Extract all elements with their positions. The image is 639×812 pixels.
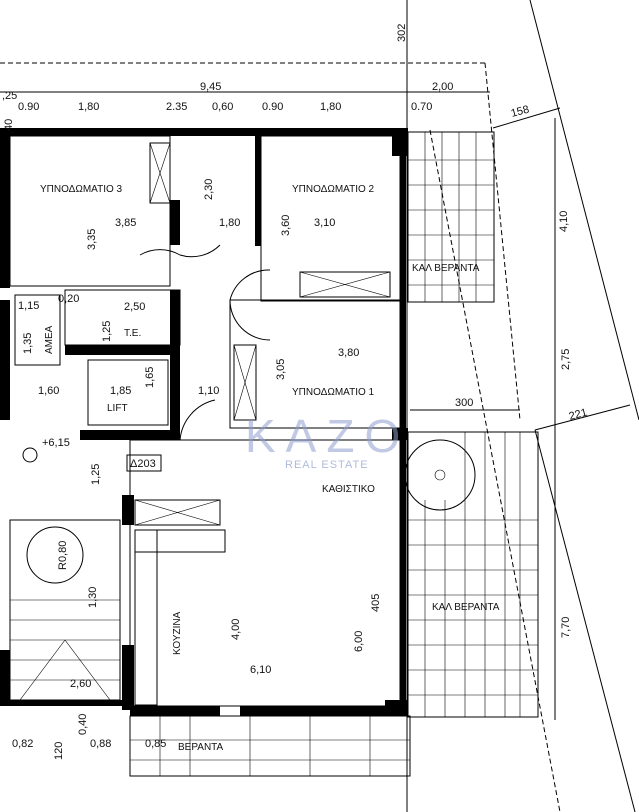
room-bedroom-2: ΥΠΝΟΔΩΜΑΤΙΟ 2 — [292, 184, 375, 195]
room-wc: T.E. — [124, 328, 141, 339]
veranda-grid — [129, 131, 539, 777]
dim-label: 0.90 — [262, 101, 283, 113]
dim-label: 3,80 — [338, 347, 359, 359]
dim-label: 1,80 — [320, 101, 341, 113]
dim-label: 4,00 — [230, 619, 242, 640]
dim-label: 1,25 — [101, 321, 113, 342]
level-label: +6,15 — [42, 437, 70, 449]
dim-label: 3,85 — [115, 217, 136, 229]
dim-label: 4,10 — [558, 211, 570, 232]
room-lift: LIFT — [107, 403, 128, 414]
dim-label: 158 — [510, 104, 531, 120]
dim-label: 2.35 — [166, 101, 187, 113]
dim-label: 1,60 — [38, 385, 59, 397]
top-label: 302 — [396, 24, 408, 42]
dim-label: 6,10 — [250, 664, 271, 676]
dim-label: 1,65 — [144, 367, 156, 388]
dim-label: 3,35 — [86, 229, 98, 250]
dim-label: 0,40 — [77, 714, 89, 735]
dim-label: 0,88 — [90, 738, 111, 750]
dim-label: 1,30 — [87, 587, 99, 608]
dim-label: 120 — [53, 742, 65, 760]
dim-label: 0,82 — [12, 738, 33, 750]
dim-label: 0,85 — [145, 738, 166, 750]
room-bedroom-3: ΥΠΝΟΔΩΜΑΤΙΟ 3 — [40, 184, 123, 195]
dim-label: 1,15 — [18, 300, 39, 312]
dim-label: 405 — [370, 594, 382, 612]
dim-label: 0.90 — [18, 101, 39, 113]
dim-label: 1,10 — [198, 385, 219, 397]
dim-label: 6,00 — [353, 631, 365, 652]
room-kitchen: ΚΟΥΖΙΝΑ — [172, 611, 183, 655]
dim-label: 0,60 — [212, 101, 233, 113]
room-veranda-bottom: ΒΕΡΑΝΤΑ — [178, 742, 224, 753]
dim-label: 2,50 — [124, 301, 145, 313]
level-marker-icon — [22, 447, 38, 463]
dim-label: 0,20 — [58, 293, 79, 305]
dim-label: 1,35 — [22, 333, 34, 354]
dim-label: 2,75 — [560, 349, 572, 370]
room-living: ΚΑΘΙΣΤΙΚΟ — [322, 484, 375, 495]
partitions — [9, 135, 401, 707]
dim-label: 1,80 — [78, 101, 99, 113]
reference-label: Δ203 — [130, 458, 156, 470]
dim-label: ,40 — [3, 119, 15, 134]
walls — [0, 128, 408, 716]
dim-label: 2,60 — [70, 678, 91, 690]
dim-label: 1,85 — [110, 385, 131, 397]
dim-label: 3,05 — [275, 359, 287, 380]
dim-label: 300 — [455, 397, 473, 409]
dim-label: 7,70 — [560, 617, 572, 638]
watermark-brand: KAZO — [245, 410, 410, 462]
overall-dim: 9,45 — [200, 81, 221, 93]
room-bedroom-1: ΥΠΝΟΔΩΜΑΤΙΟ 1 — [292, 387, 375, 398]
dim-label: ,25 — [2, 90, 17, 102]
dim-label: 3,60 — [280, 215, 292, 236]
room-veranda-right: ΚΑΛ ΒΕΡΑΝΤΑ — [432, 602, 500, 613]
watermark-tagline: REAL ESTATE — [285, 459, 369, 471]
room-amea: ΑΜΕΑ — [44, 325, 55, 354]
room-veranda-top: ΚΑΛ ΒΕΡΑΝΤΑ — [412, 263, 480, 274]
dim-label: 1,80 — [219, 217, 240, 229]
dim-label: 3,10 — [314, 217, 335, 229]
dim-label: 1,25 — [90, 464, 102, 485]
dim-label: 2,30 — [203, 179, 215, 200]
dim-label: R0,80 — [57, 541, 69, 570]
overall-dim: 2,00 — [432, 81, 453, 93]
dim-label: 221 — [568, 407, 589, 423]
dim-label: 0.70 — [411, 101, 432, 113]
